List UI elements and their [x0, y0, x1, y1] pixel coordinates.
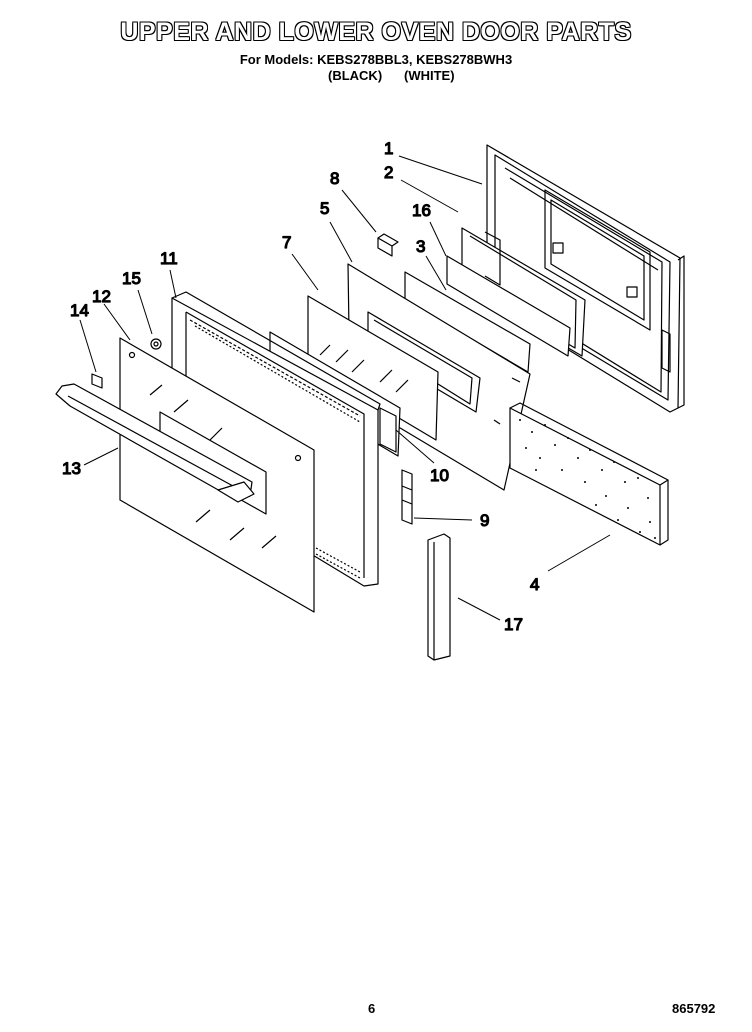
- callout-12: 12: [92, 287, 111, 306]
- callout-5: 5: [320, 199, 329, 218]
- part-8-clip: [377, 233, 399, 257]
- page-number: 6: [368, 1001, 376, 1016]
- leader-lines: [79, 155, 611, 621]
- callout-3: 3: [416, 237, 425, 256]
- callout-11: 11: [160, 249, 178, 268]
- part-17-trim: [427, 533, 451, 661]
- callout-2: 2: [384, 163, 393, 182]
- model-numbers: For Models: KEBS278BBL3, KEBS278BWH3: [239, 52, 513, 67]
- callout-8: 8: [330, 169, 339, 188]
- part-4-insulation: [509, 402, 669, 546]
- callout-17: 17: [504, 615, 523, 634]
- part-15-washer: [150, 338, 162, 350]
- callout-7: 7: [282, 233, 291, 252]
- part-1-inner-door-panel: [486, 144, 685, 413]
- callout-4: 4: [530, 575, 539, 594]
- page-title: UPPER AND LOWER OVEN DOOR PARTS: [120, 18, 632, 46]
- color-white-label: (WHITE): [404, 68, 455, 83]
- callout-16: 16: [412, 201, 431, 220]
- part-13-handle: [55, 383, 255, 503]
- document-number: 865792: [672, 1001, 716, 1016]
- callout-15: 15: [122, 269, 141, 288]
- part-3-glass: [404, 255, 571, 373]
- callout-9: 9: [480, 511, 489, 530]
- callout-13: 13: [62, 459, 81, 478]
- callout-10: 10: [430, 466, 449, 485]
- part-14-handle-mount: [91, 373, 103, 389]
- part-10-bracket: [379, 407, 397, 453]
- color-black-label: (BLACK): [328, 68, 383, 83]
- callout-14: 14: [70, 301, 89, 320]
- callout-1: 1: [384, 139, 393, 158]
- part-9-clip: [401, 469, 413, 525]
